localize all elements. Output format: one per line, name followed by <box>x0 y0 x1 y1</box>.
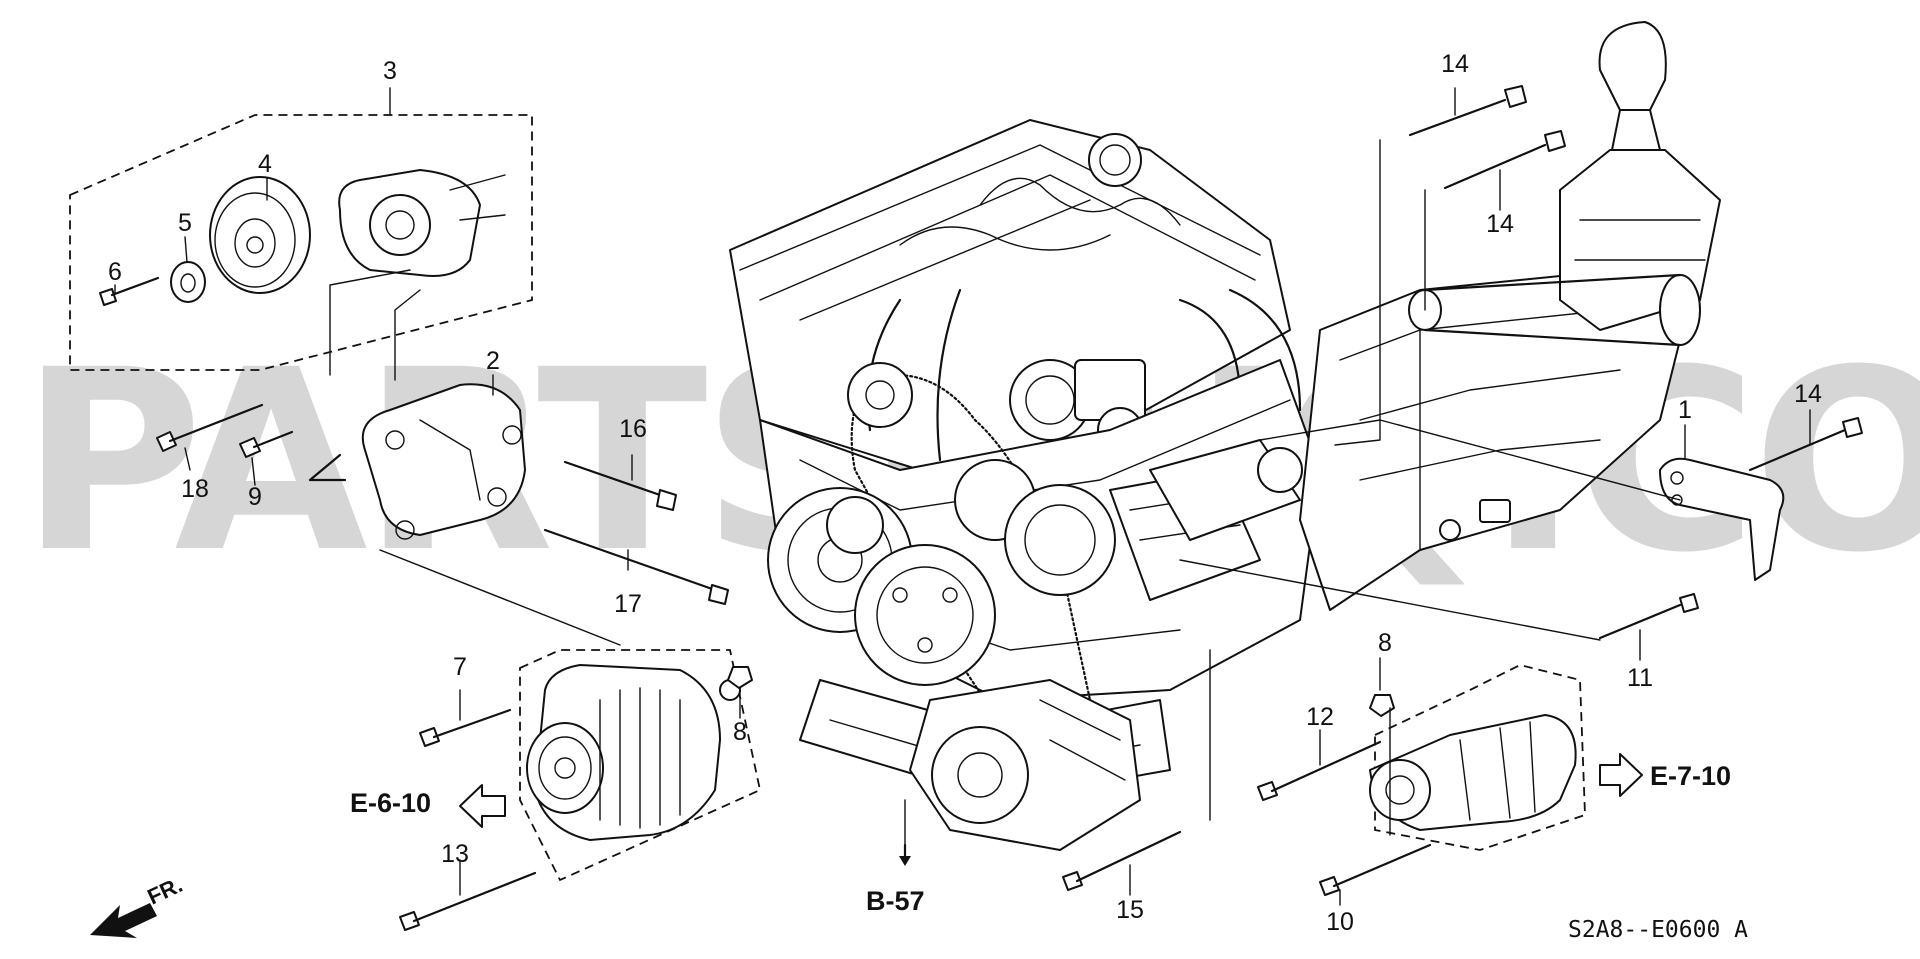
callout-7: 7 <box>453 653 467 681</box>
callout-numbers: 3 4 5 6 2 18 9 16 17 7 8 13 8 12 10 15 1… <box>108 50 1822 936</box>
callout-1: 1 <box>1678 396 1692 424</box>
callout-6: 6 <box>108 258 122 286</box>
front-arrow-icon <box>90 903 157 938</box>
callout-4: 4 <box>258 150 272 178</box>
ac-compressor[interactable] <box>909 679 1141 851</box>
front-direction-indicator: FR. <box>90 872 186 938</box>
callout-9: 9 <box>248 483 262 511</box>
ref-label-e-7-10: E-7-10 <box>1650 761 1731 791</box>
callout-14-mid: 14 <box>1486 210 1514 238</box>
bolt-part-13[interactable] <box>399 871 537 931</box>
callout-18: 18 <box>181 475 209 503</box>
ref-label-e-6-10: E-6-10 <box>350 788 431 818</box>
bolt-part-12[interactable] <box>1257 740 1382 801</box>
tensioner-part-3[interactable] <box>338 169 506 277</box>
arrow-down-icon <box>899 856 911 866</box>
transmission[interactable] <box>1299 269 1691 611</box>
callout-5: 5 <box>178 209 192 237</box>
bolt-part-11[interactable] <box>1598 593 1699 640</box>
ref-starter[interactable]: E-7-10 <box>1599 753 1731 797</box>
ref-engine[interactable]: B-57 <box>866 843 925 916</box>
ref-alternator[interactable]: E-6-10 <box>350 784 506 828</box>
nut-part-8-right[interactable] <box>1369 694 1395 717</box>
hollow-arrow-left-icon <box>459 784 506 828</box>
tensioner-assembly-box <box>69 114 533 371</box>
bolt-part-10[interactable] <box>1319 843 1432 896</box>
bolt-part-6[interactable] <box>99 276 160 306</box>
shift-lever[interactable] <box>1408 21 1721 347</box>
bracket-part-2[interactable] <box>361 383 526 540</box>
ref-label-b-57: B-57 <box>866 886 925 916</box>
diagram-code: S2A8--E0600 A <box>1568 917 1748 943</box>
callout-3: 3 <box>383 57 397 85</box>
callout-8-right: 8 <box>1378 629 1392 657</box>
callout-8-left: 8 <box>733 718 747 746</box>
pointer-arrow <box>308 453 347 482</box>
bolt-part-14-right[interactable] <box>1748 417 1863 472</box>
callout-2: 2 <box>486 347 500 375</box>
callout-10: 10 <box>1326 908 1354 936</box>
ac-pulley <box>854 544 996 686</box>
callout-14-top: 14 <box>1441 50 1469 78</box>
callout-12: 12 <box>1306 703 1334 731</box>
bolt-part-7[interactable] <box>419 708 512 747</box>
callout-14-right: 14 <box>1794 380 1822 408</box>
bolt-part-18[interactable] <box>156 403 264 452</box>
bolt-part-16[interactable] <box>563 460 677 511</box>
bolt-part-14-mid[interactable] <box>1443 130 1566 190</box>
starter[interactable] <box>1369 714 1577 831</box>
bolt-part-9[interactable] <box>239 430 294 458</box>
bolt-part-17[interactable] <box>543 528 729 605</box>
callout-15: 15 <box>1116 896 1144 924</box>
bolt-part-14-top[interactable] <box>1408 85 1527 137</box>
callout-13: 13 <box>441 840 469 868</box>
washer-part-5[interactable] <box>170 261 206 303</box>
hollow-arrow-right-icon <box>1599 753 1643 797</box>
pulley-part-4[interactable] <box>209 176 311 294</box>
alternator[interactable] <box>526 664 741 841</box>
leader-lines <box>114 87 1811 906</box>
callout-17: 17 <box>614 590 642 618</box>
bolt-part-15[interactable] <box>1062 830 1182 891</box>
alternator-part-box <box>519 649 762 882</box>
starter-mounted[interactable] <box>1149 439 1303 541</box>
nut-part-8-left[interactable] <box>727 666 753 689</box>
starter-part-box <box>1374 664 1586 851</box>
callout-11: 11 <box>1627 664 1653 692</box>
callout-16: 16 <box>619 415 647 443</box>
